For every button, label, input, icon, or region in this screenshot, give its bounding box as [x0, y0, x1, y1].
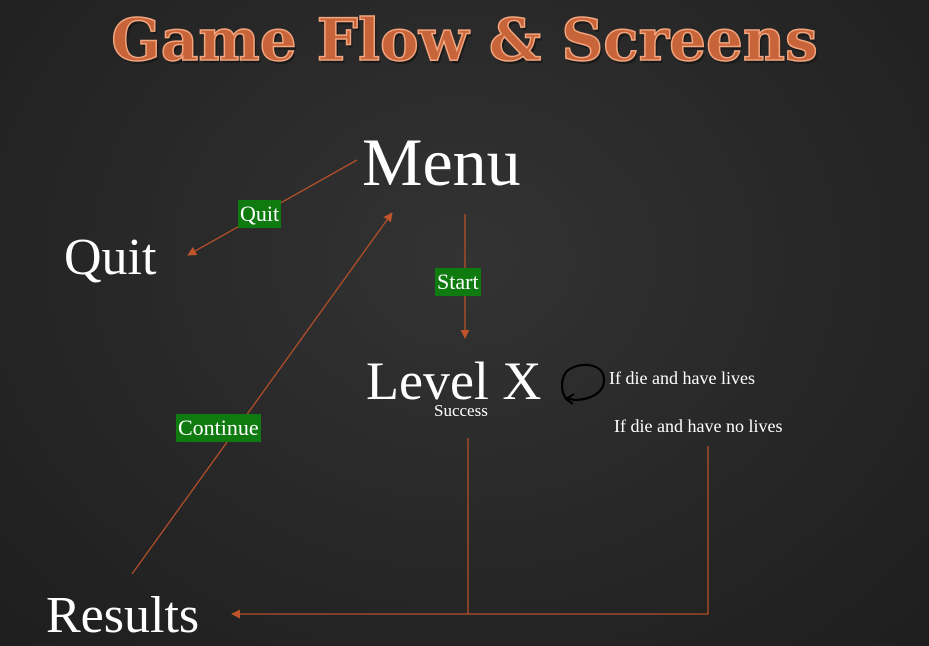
edge-label-start: Start	[435, 268, 481, 296]
node-menu: Menu	[362, 124, 521, 200]
page-title: Game Flow & Screens	[110, 5, 818, 75]
line-no-lives-path	[468, 446, 709, 615]
node-results: Results	[46, 587, 200, 644]
self-loop-arrowhead-icon	[564, 393, 575, 405]
node-quit: Quit	[64, 229, 157, 286]
self-loop-icon	[560, 363, 606, 402]
edge-label-die-have-lives: If die and have lives	[609, 368, 755, 388]
arrow-results-to-menu	[131, 212, 393, 575]
edge-label-continue: Continue	[176, 414, 261, 442]
edge-label-success: Success	[434, 401, 488, 420]
node-level-x: Level X	[366, 351, 542, 411]
edge-label-quit: Quit	[238, 200, 282, 228]
edge-label-die-no-lives: If die and have no lives	[614, 416, 783, 436]
